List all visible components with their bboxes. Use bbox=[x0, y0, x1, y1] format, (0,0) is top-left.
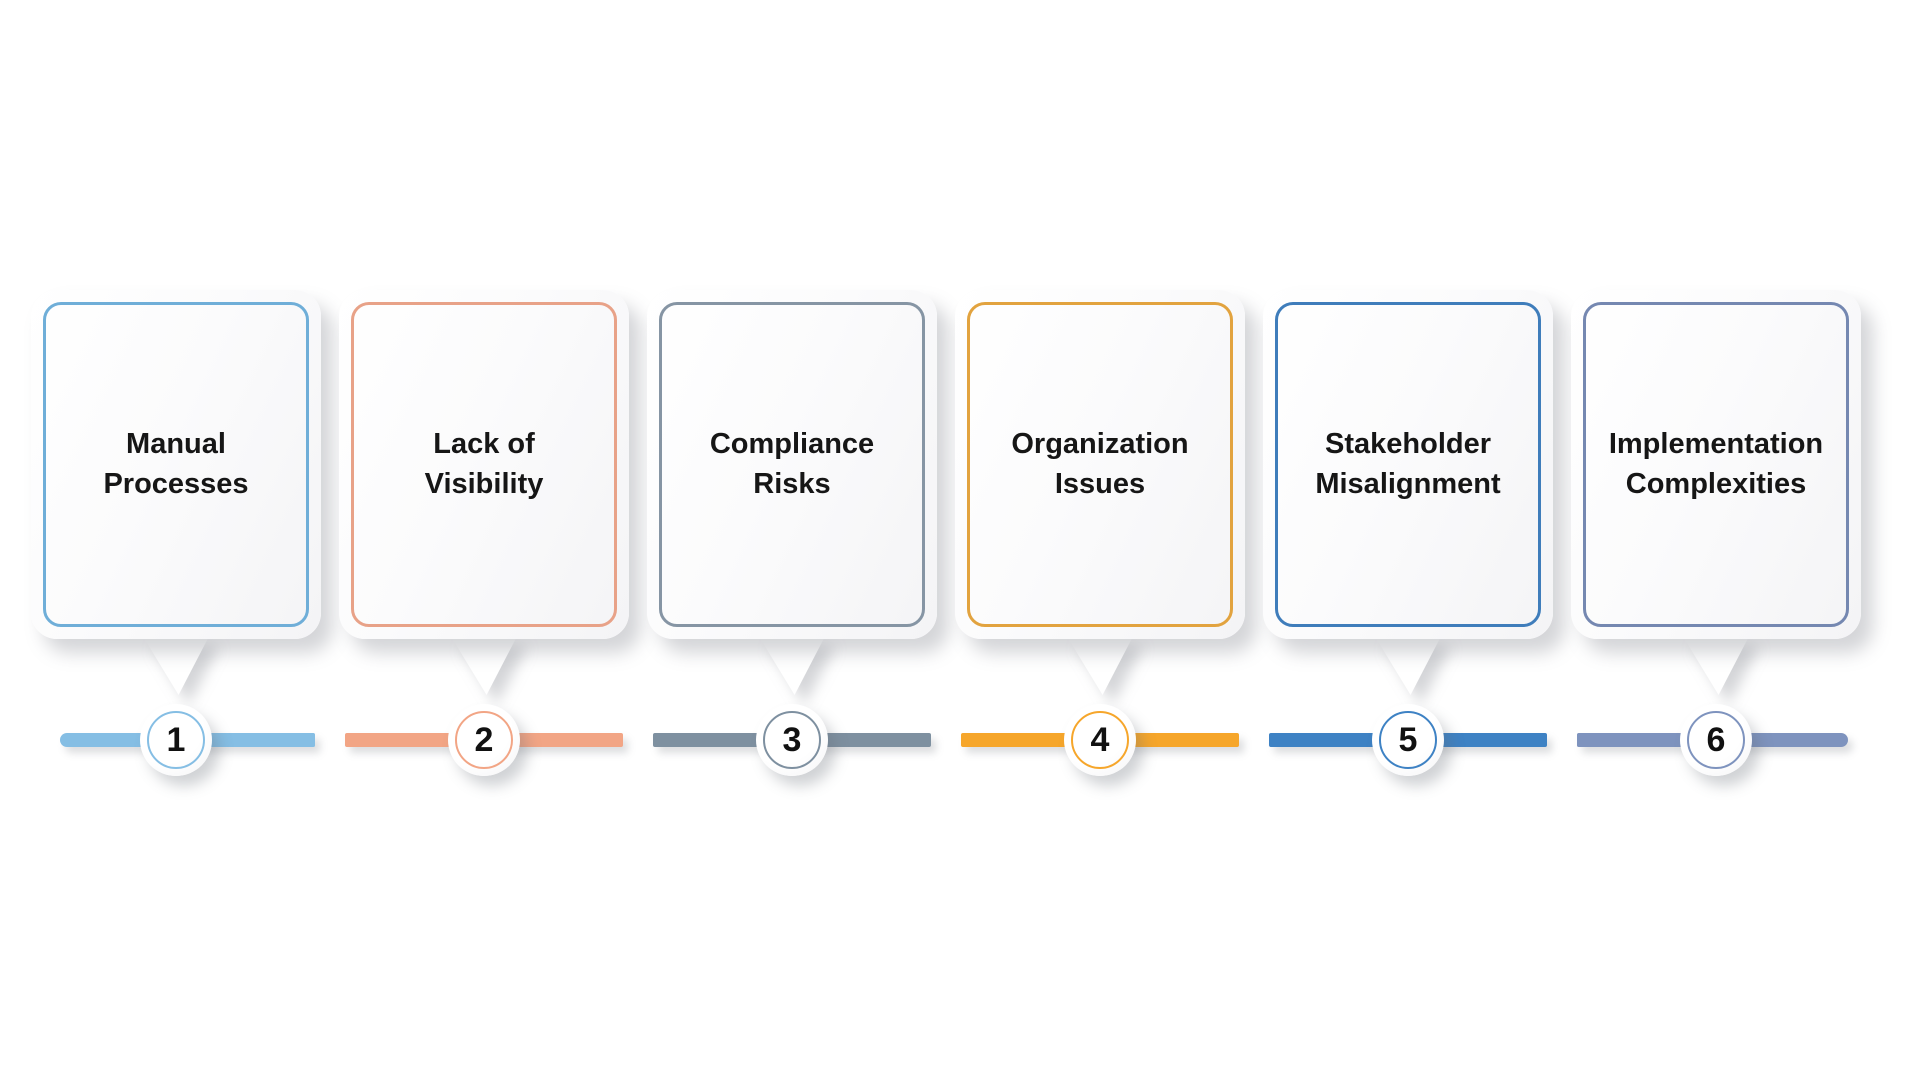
step-card: Compliance Risks bbox=[647, 290, 937, 639]
card-border: Implementation Complexities bbox=[1583, 302, 1849, 627]
step-number-badge: 2 bbox=[448, 704, 520, 776]
step-card: Organization Issues bbox=[955, 290, 1245, 639]
step-item: Implementation Complexities 6 bbox=[1571, 290, 1861, 850]
step-number: 5 bbox=[1398, 721, 1418, 759]
step-number: 3 bbox=[782, 721, 802, 759]
step-number-badge: 3 bbox=[756, 704, 828, 776]
step-item: Lack of Visibility 2 bbox=[339, 290, 629, 850]
badge-ring: 6 bbox=[1687, 711, 1745, 769]
step-number-badge: 6 bbox=[1680, 704, 1752, 776]
step-label: Organization Issues bbox=[1011, 428, 1189, 500]
step-number-badge: 1 bbox=[140, 704, 212, 776]
step-item: Manual Processes 1 bbox=[31, 290, 321, 850]
card-border: Organization Issues bbox=[967, 302, 1233, 627]
step-item: Organization Issues 4 bbox=[955, 290, 1245, 850]
step-item: Stakeholder Misalignment 5 bbox=[1263, 290, 1553, 850]
step-number: 2 bbox=[474, 721, 494, 759]
bubble-tail bbox=[1365, 637, 1451, 695]
step-label: Stakeholder Misalignment bbox=[1315, 428, 1501, 500]
step-number: 4 bbox=[1090, 721, 1110, 759]
steps-row: Manual Processes 1 Lack of Visibility bbox=[31, 290, 1861, 850]
step-card: Manual Processes bbox=[31, 290, 321, 639]
bubble-tail bbox=[1057, 637, 1143, 695]
step-item: Compliance Risks 3 bbox=[647, 290, 937, 850]
step-number-badge: 5 bbox=[1372, 704, 1444, 776]
step-label: Manual Processes bbox=[103, 428, 249, 500]
card-border: Compliance Risks bbox=[659, 302, 925, 627]
badge-ring: 5 bbox=[1379, 711, 1437, 769]
card-border: Manual Processes bbox=[43, 302, 309, 627]
step-number-badge: 4 bbox=[1064, 704, 1136, 776]
step-card: Lack of Visibility bbox=[339, 290, 629, 639]
bubble-tail bbox=[441, 637, 527, 695]
bubble-tail bbox=[1673, 637, 1759, 695]
step-card: Implementation Complexities bbox=[1571, 290, 1861, 639]
step-label: Compliance Risks bbox=[709, 428, 875, 500]
step-number: 1 bbox=[166, 721, 186, 759]
badge-ring: 1 bbox=[147, 711, 205, 769]
card-border: Lack of Visibility bbox=[351, 302, 617, 627]
step-label: Implementation Complexities bbox=[1608, 428, 1824, 500]
step-label: Lack of Visibility bbox=[424, 428, 544, 500]
badge-ring: 3 bbox=[763, 711, 821, 769]
step-card: Stakeholder Misalignment bbox=[1263, 290, 1553, 639]
bubble-tail bbox=[133, 637, 219, 695]
card-border: Stakeholder Misalignment bbox=[1275, 302, 1541, 627]
badge-ring: 2 bbox=[455, 711, 513, 769]
step-number: 6 bbox=[1706, 721, 1726, 759]
badge-ring: 4 bbox=[1071, 711, 1129, 769]
bubble-tail bbox=[749, 637, 835, 695]
